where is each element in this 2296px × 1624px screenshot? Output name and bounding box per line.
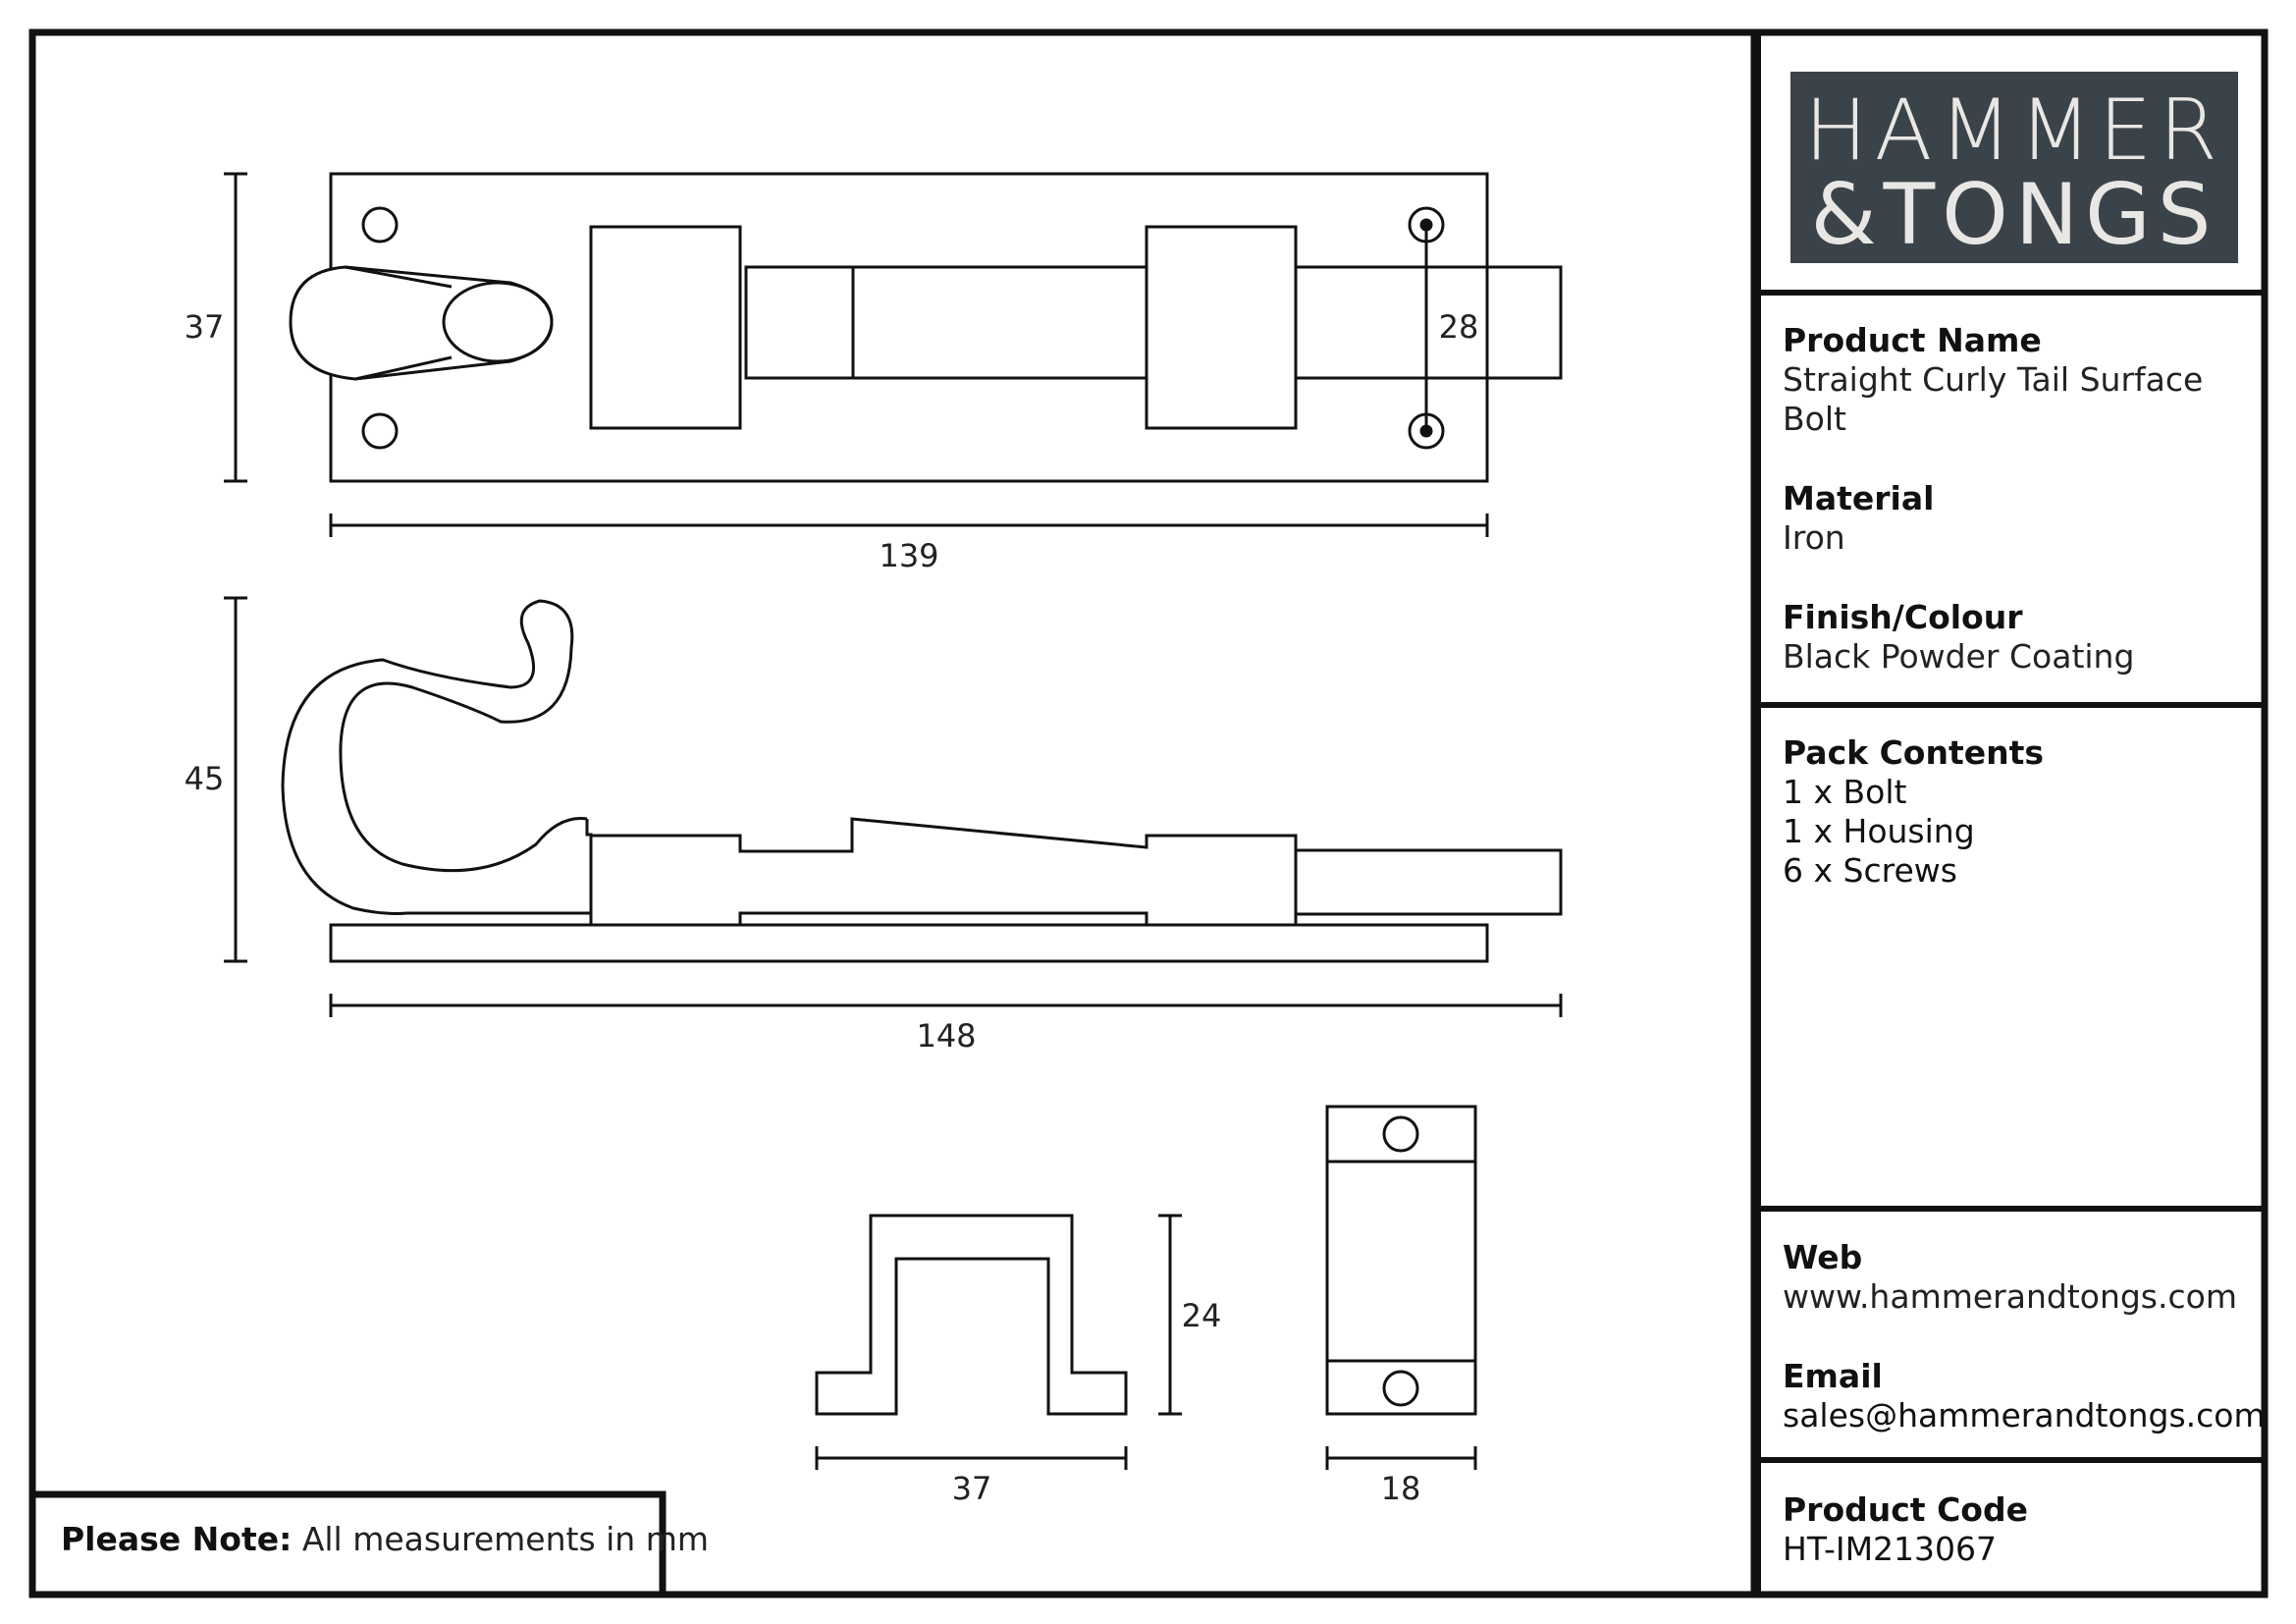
- pack-contents: Pack Contents 1 x Bolt 1 x Housing 6 x S…: [1783, 733, 2264, 891]
- keep-front-view: [1325, 1105, 1477, 1470]
- screw-hole: [1382, 1115, 1419, 1153]
- finish-value: Black Powder Coating: [1783, 637, 2135, 676]
- email-link[interactable]: sales@hammerandtongs.com: [1783, 1396, 2266, 1435]
- product-name-label: Product Name: [1783, 321, 2042, 359]
- brand-logo: HAMMER &TONGS: [1790, 72, 2238, 264]
- screw-hole: [1382, 1370, 1419, 1407]
- top-view: [289, 172, 1563, 483]
- pack-item: 1 x Housing: [1783, 812, 1975, 850]
- dim-keep-width: 37: [952, 1470, 992, 1507]
- brand-line-2: &TONGS: [1810, 166, 2218, 264]
- top-dimensions: [224, 172, 1489, 537]
- handle-taper: [345, 265, 453, 381]
- web-link[interactable]: www.hammerandtongs.com: [1783, 1277, 2237, 1316]
- side-dimensions: [224, 596, 1563, 1017]
- note-box: [28, 1490, 667, 1598]
- dim-keep-side-width: 18: [1381, 1470, 1421, 1507]
- product-code: Product Code HT-IM213067: [1783, 1490, 2264, 1569]
- pack-item: 6 x Screws: [1783, 851, 1957, 890]
- dim-hole-spacing: 28: [1439, 308, 1479, 346]
- sidebar-borders: [1755, 29, 2268, 1597]
- dim-keep-height: 24: [1182, 1297, 1222, 1334]
- staple-left: [589, 225, 742, 430]
- curly-tail: [281, 599, 588, 915]
- measurement-note: Please Note: All measurements in mm: [61, 1520, 709, 1558]
- dim-top-length: 139: [879, 537, 938, 574]
- finish-label: Finish/Colour: [1783, 598, 2023, 636]
- contact-info: Web www.hammerandtongs.com Email sales@h…: [1783, 1238, 2266, 1435]
- product-code-value: HT-IM213067: [1783, 1530, 1998, 1568]
- keep-profile: [815, 1214, 1128, 1416]
- product-name: Straight Curly Tail Surface Bolt: [1783, 360, 2204, 438]
- email-label: Email: [1783, 1357, 1883, 1395]
- pack-contents-label: Pack Contents: [1783, 733, 2045, 772]
- dim-side-length: 148: [916, 1017, 976, 1055]
- screw-hole: [361, 412, 399, 450]
- product-info: Product Name Straight Curly Tail Surface…: [1783, 321, 2264, 717]
- note-text: All measurements in mm: [301, 1520, 709, 1558]
- dim-side-height: 45: [185, 760, 225, 797]
- web-label: Web: [1783, 1238, 1863, 1276]
- dim-top-height: 37: [185, 308, 225, 346]
- side-view: [281, 599, 1563, 963]
- brand-line-1: HAMMER: [1804, 81, 2224, 180]
- staple-right: [1145, 225, 1298, 430]
- side-backplate: [329, 923, 1489, 963]
- keep-end-view: [815, 1214, 1182, 1470]
- pack-item: 1 x Bolt: [1783, 773, 1907, 811]
- keep-front-outline: [1325, 1105, 1477, 1416]
- handle-knob: [442, 281, 554, 363]
- note-label: Please Note:: [61, 1520, 293, 1558]
- side-bolt-profile: [407, 817, 1563, 927]
- material-value: Iron: [1783, 518, 1845, 557]
- screw-hole: [361, 206, 399, 244]
- product-code-label: Product Code: [1783, 1490, 2028, 1529]
- material-label: Material: [1783, 479, 1935, 517]
